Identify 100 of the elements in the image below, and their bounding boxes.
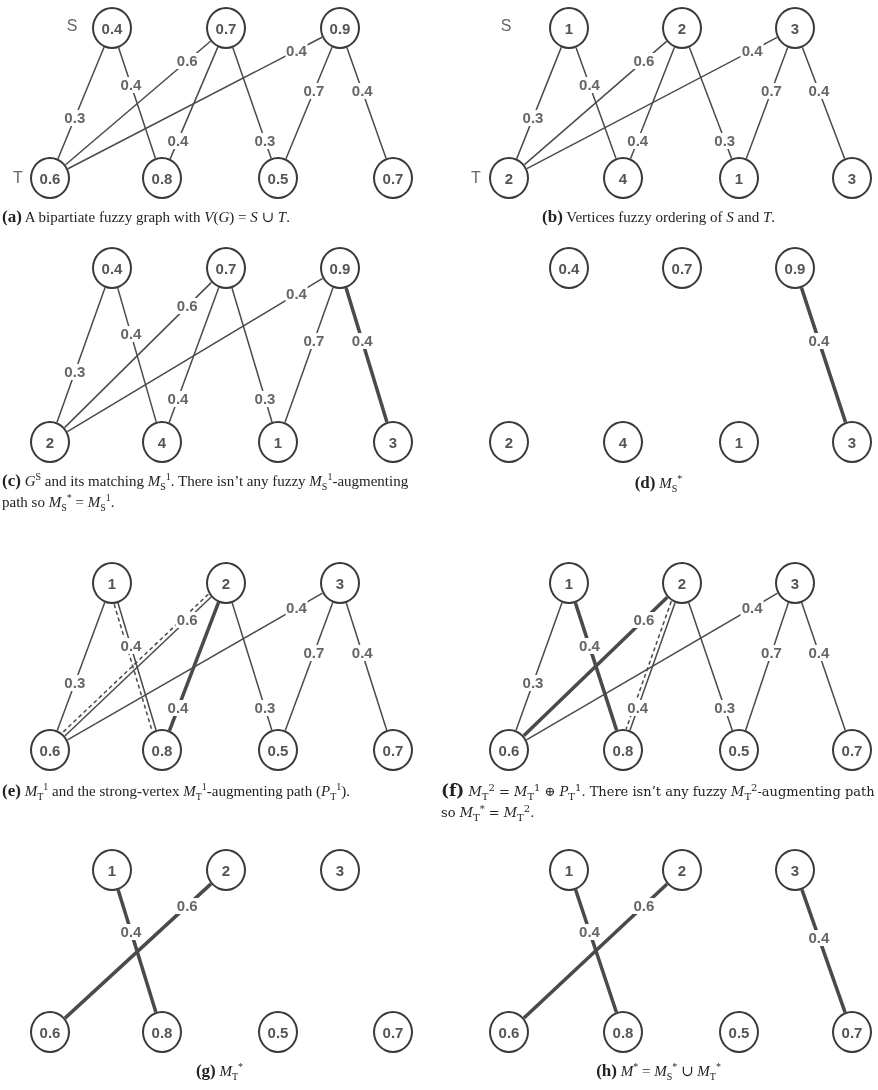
edge-line [523,40,668,166]
vertex-circle: 2 [662,562,702,604]
vertex-circle: 0.9 [775,247,815,289]
edge-line [66,277,324,433]
edge-line [801,46,846,160]
vertex-circle: 3 [775,849,815,891]
edge-line [745,46,789,160]
edge-line [629,46,676,160]
edge-line [515,601,563,732]
edge-line [688,46,733,160]
vertex-circle: 1 [549,7,589,49]
edge-label: 0.7 [302,333,326,350]
vertex-circle: 3 [832,421,872,463]
set-label: S [500,17,512,35]
vertex-circle: 1 [719,421,759,463]
edge-line [575,46,617,160]
edge-line [525,592,779,741]
vertex-circle: 0.7 [373,157,413,199]
edge-label: 0.4 [119,638,143,655]
vertex-circle: 2 [206,562,246,604]
edge-line [526,36,778,170]
vertex-circle: 0.5 [719,729,759,771]
edge-line [284,286,334,424]
caption: (c) G$^{S}$ and its matching M$_{S}$$^{1}$. There isn’t any fuzzy M$_{S}$$^{1}$-augmenting path so M$_{S}$$^{*}$ = M$_{S}$$^{1}$. [2,470,410,513]
vertex-circle: 2 [206,849,246,891]
edge-line [285,46,333,160]
vertex-circle: 0.4 [92,247,132,289]
edge-line [56,286,106,424]
edge-line [168,286,220,424]
vertex-circle: 0.6 [30,729,70,771]
edge-label: 0.4 [350,333,374,350]
caption: (e) M$_{T}$$^{1}$ and the strong-vertex M$_{T}$$^{1}$-augmenting path (P$_{T}$$^{1}$). [2,780,351,802]
edge-label: 0.4 [740,600,764,617]
edge-line [117,47,157,159]
edge-label: 0.7 [302,645,326,662]
set-label: T [13,169,23,187]
vertex-circle: 2 [30,421,70,463]
vertex-circle: 0.6 [30,157,70,199]
vertex-circle: 0.6 [30,1011,70,1053]
vertex-circle: 0.4 [92,7,132,49]
edge-line [346,46,387,160]
edge-label: 0.4 [119,923,143,940]
edge-line [231,602,273,731]
edge-label: 0.3 [253,700,277,717]
edge-label: 0.4 [350,645,374,662]
caption: (a) A bipartiate fuzzy graph with V(G) = S ∪ T. [2,206,291,228]
vertex-circle: 3 [775,7,815,49]
vertex-circle: 0.5 [258,157,298,199]
edge-label: 0.6 [632,897,656,914]
edge-line [116,889,158,1013]
edge-label: 0.4 [578,77,601,93]
vertex-circle: 4 [603,157,643,199]
edge-label: 0.3 [521,110,545,126]
edge-line [801,602,846,731]
edge-line [800,889,847,1013]
edge-line [169,46,219,160]
edge-label: 0.4 [807,333,831,350]
edge-label: 0.4 [807,930,831,947]
vertex-circle: 3 [320,562,360,604]
edge-label: 0.7 [760,645,783,662]
vertex-circle: 2 [662,849,702,891]
vertex-circle: 0.5 [258,1011,298,1053]
edge-label: 0.4 [626,132,650,149]
edge-label: 0.4 [119,326,143,343]
edge-line [56,601,106,732]
vertex-circle: 0.8 [142,157,182,199]
edge-label: 0.3 [253,390,277,407]
vertex-circle: 4 [142,421,182,463]
edge-line [344,287,389,423]
edge-label: 0.4 [807,83,831,99]
edge-label: 0.4 [285,286,308,303]
set-label: S [66,17,78,35]
vertex-circle: 4 [603,421,643,463]
vertex-circle: 3 [373,421,413,463]
vertex-circle: 1 [549,562,589,604]
caption: (b) Vertices fuzzy ordering of S and T. [541,206,776,228]
edge-label: 0.4 [166,132,190,149]
edge-label: 0.4 [578,638,601,655]
vertex-circle: 1 [719,157,759,199]
edge-label: 0.7 [760,83,783,99]
vertex-circle: 1 [92,562,132,604]
vertex-circle: 0.8 [603,729,643,771]
edge-line [799,287,848,423]
vertex-circle: 3 [775,562,815,604]
edge-label: 0.3 [63,675,87,692]
vertex-circle: 3 [320,849,360,891]
edge-line [63,281,213,429]
edge-line [345,602,388,731]
edge-line [63,882,213,1020]
edge-line [284,601,334,732]
vertex-circle: 2 [662,7,702,49]
edge-label: 0.6 [175,298,199,315]
edge-line [522,595,669,738]
edge-label: 0.3 [63,110,87,126]
edge-label: 0.3 [713,132,737,149]
vertex-circle: 0.7 [373,1011,413,1053]
vertex-circle: 3 [832,157,872,199]
caption: (f) M$_{T}$$^{2}$ = M$_{T}$$^{1}$ ⊕ P$_{T}$$^{1}$. There isn’t any fuzzy M$_{T}$$^{2}$-augmenting path so M$_{T}$$^{*}$ = M$_{T}$$^{2}$. [441,780,876,823]
vertex-circle: 0.5 [719,1011,759,1053]
edge-label: 0.3 [253,132,277,149]
